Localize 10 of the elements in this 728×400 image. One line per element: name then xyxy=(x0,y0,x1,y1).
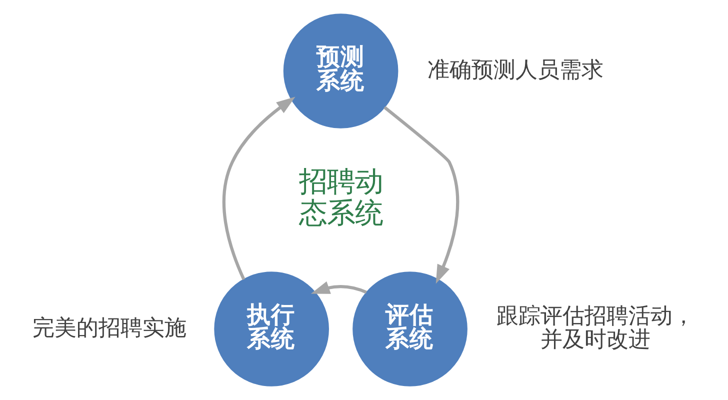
node-circle: 预测系统 xyxy=(283,14,398,128)
node-circle: 执行系统 xyxy=(214,272,329,386)
arrow xyxy=(384,106,460,284)
arrow xyxy=(310,281,367,294)
node-circle: 评估系统 xyxy=(352,272,468,386)
node-label: 跟踪评估招聘活动，并及时改进 xyxy=(496,304,695,353)
node-label: 准确预测人员需求 xyxy=(427,58,604,83)
label: 招聘动态系统 xyxy=(298,165,383,230)
arrow xyxy=(222,96,296,280)
node-label: 完美的招聘实施 xyxy=(32,316,187,341)
